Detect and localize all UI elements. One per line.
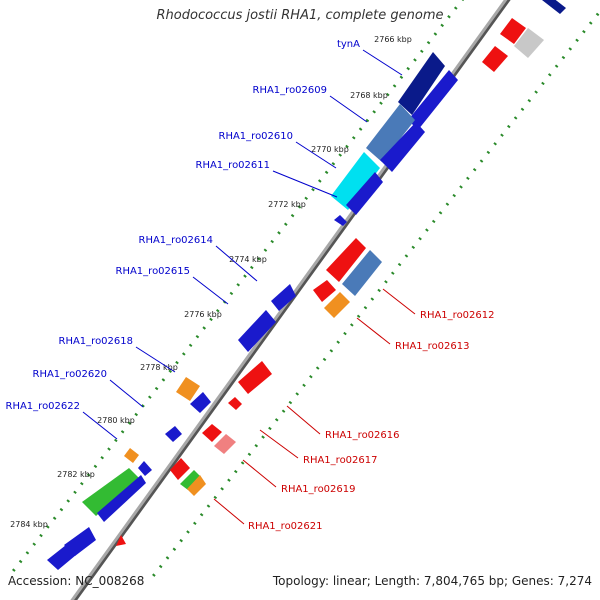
genome-summary-text: Topology: linear; Length: 7,804,765 bp; … (272, 574, 592, 588)
feature-block (190, 392, 211, 413)
feature-block (514, 28, 544, 58)
feature-leader-line (362, 49, 403, 76)
feature-leader-line (213, 498, 245, 525)
feature-block (398, 52, 445, 115)
accession-text: Accession: NC_008268 (8, 574, 145, 588)
feature-block (165, 426, 182, 442)
scale-tick-label: 2766 kbp (374, 35, 412, 44)
feature-label[interactable]: RHA1_ro02613 (395, 341, 470, 352)
right-guide-dotted (148, 8, 600, 581)
feature-block (116, 535, 126, 546)
genome-title: Rhodococcus jostii RHA1, complete genome (156, 8, 444, 23)
scale-tick-label: 2774 kbp (229, 255, 267, 264)
feature-block (202, 424, 222, 442)
feature-block (97, 475, 146, 522)
scale-tick-label: 2768 kbp (350, 91, 388, 100)
feature-leader-line (329, 95, 368, 123)
feature-label[interactable]: RHA1_ro02617 (303, 455, 378, 466)
feature-label[interactable]: RHA1_ro02612 (420, 310, 495, 321)
feature-label[interactable]: RHA1_ro02622 (6, 401, 81, 412)
feature-leader-line (135, 346, 176, 373)
feature-label[interactable]: RHA1_ro02611 (196, 160, 271, 171)
feature-block (366, 104, 415, 162)
feature-label[interactable]: RHA1_ro02610 (219, 131, 294, 142)
feature-label[interactable]: RHA1_ro02615 (116, 266, 191, 277)
feature-block (82, 468, 139, 516)
feature-block (342, 250, 382, 296)
scale-tick-label: 2782 kbp (57, 470, 95, 479)
forward-strand-features (47, 0, 566, 570)
feature-leader-line (286, 405, 321, 435)
feature-block (170, 458, 190, 480)
scale-tick-label: 2776 kbp (184, 310, 222, 319)
feature-block (542, 0, 566, 14)
scale-layer: 2766 kbp 2768 kbp 2770 kbp 2772 kbp 2774 kbp… (10, 35, 412, 529)
feature-leader-line (192, 276, 229, 305)
feature-block (326, 238, 366, 282)
feature-leader-line (259, 429, 299, 459)
feature-leader-line (272, 170, 338, 198)
feature-label[interactable]: tynA (337, 39, 360, 50)
feature-block (138, 461, 152, 476)
left-guide-dotted (8, 0, 465, 576)
feature-block (331, 152, 380, 210)
feature-leader-line (242, 459, 277, 488)
feature-block (324, 292, 350, 318)
feature-block (124, 448, 139, 463)
feature-block (482, 46, 508, 72)
feature-label[interactable]: RHA1_ro02616 (325, 430, 400, 441)
feature-block (500, 18, 526, 44)
feature-leader-line (82, 411, 118, 440)
feature-block (380, 122, 425, 172)
feature-label[interactable]: RHA1_ro02621 (248, 521, 323, 532)
feature-leader-line (356, 317, 391, 345)
feature-block (64, 527, 96, 556)
feature-block (214, 434, 236, 454)
feature-label[interactable]: RHA1_ro02614 (139, 235, 214, 246)
feature-label[interactable]: RHA1_ro02619 (281, 484, 356, 495)
scale-tick-label: 2770 kbp (311, 145, 349, 154)
scale-tick-label: 2772 kbp (268, 200, 306, 209)
label-layer: tynA RHA1_ro02609RHA1_ro02610RHA1_ro02611… (6, 39, 495, 532)
feature-block (187, 475, 206, 496)
feature-block (271, 284, 296, 311)
scale-tick-label: 2780 kbp (97, 416, 135, 425)
feature-leader-line (295, 141, 337, 169)
feature-block (313, 280, 336, 302)
feature-block (176, 377, 200, 401)
feature-leader-line (382, 288, 416, 315)
scale-tick-label: 2784 kbp (10, 520, 48, 529)
feature-block (334, 215, 347, 226)
feature-label[interactable]: RHA1_ro02609 (253, 85, 328, 96)
feature-label[interactable]: RHA1_ro02618 (59, 336, 134, 347)
reverse-strand-features (116, 18, 544, 546)
feature-block (238, 361, 272, 394)
feature-block (238, 310, 276, 352)
feature-block (47, 545, 76, 570)
feature-block (228, 397, 242, 410)
feature-block (180, 470, 200, 490)
scale-tick-label: 2778 kbp (140, 363, 178, 372)
feature-leader-line (215, 245, 258, 282)
feature-leader-line (109, 379, 144, 408)
feature-block (346, 172, 383, 215)
feature-block (408, 70, 458, 130)
feature-label[interactable]: RHA1_ro02620 (33, 369, 108, 380)
